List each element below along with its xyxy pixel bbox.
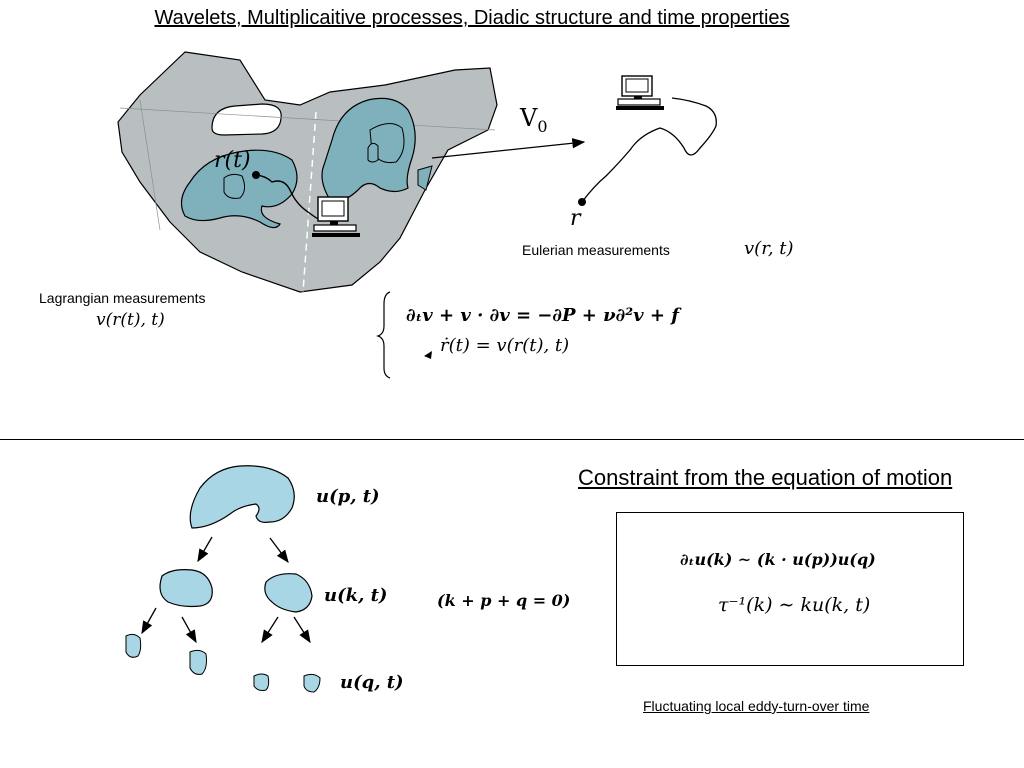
v0-label: V0 [520,104,548,136]
eddy-medium-left [159,569,213,608]
eddy-small-1 [125,633,142,658]
computer-icon [616,75,664,110]
rt-label: r(t) [214,148,251,173]
lagrangian-label: Lagrangian measurements [39,290,206,306]
constraint-title: Constraint from the equation of motion [578,465,953,490]
eulerian-label: Eulerian measurements [522,242,670,258]
eddy-medium-right [264,573,313,613]
trajectory-equation: ṙ(t) = v(r(t), t) [440,335,570,356]
eulerian-formula: v(r, t) [744,238,794,259]
fluid-region [117,51,498,293]
u-k-label: u(k, t) [324,585,388,606]
fluctuating-label: Fluctuating local eddy-turn-over time [643,698,870,714]
eddy-large [189,465,295,529]
page-title: Wavelets, Multiplicaitive processes, Dia… [154,7,790,29]
equation-brace [376,291,391,379]
eulerian-trajectory [581,97,717,203]
lagrangian-trajectory [255,174,321,221]
lagrangian-formula: v(r(t), t) [96,310,165,330]
box-equation-2: τ⁻¹(k) ∼ ku(k, t) [718,594,871,616]
eddy-small-2 [189,649,207,675]
eddy-small-3 [253,673,270,691]
r-label: r [570,206,581,231]
box-equation-1: ∂ₜu(k) ∼ (k · u(p))u(q) [680,550,876,569]
constraint-box [616,512,964,666]
navier-stokes-equation: ∂ₜv + v · ∂v = −∂P + ν∂²v + f [406,305,679,326]
section-divider [0,439,1024,440]
u-p-label: u(p, t) [316,486,380,507]
eddy-small-4 [303,673,321,693]
u-q-label: u(q, t) [340,672,404,693]
computer-icon [312,196,360,237]
wavevector-sum: (k + p + q = 0) [437,591,571,610]
